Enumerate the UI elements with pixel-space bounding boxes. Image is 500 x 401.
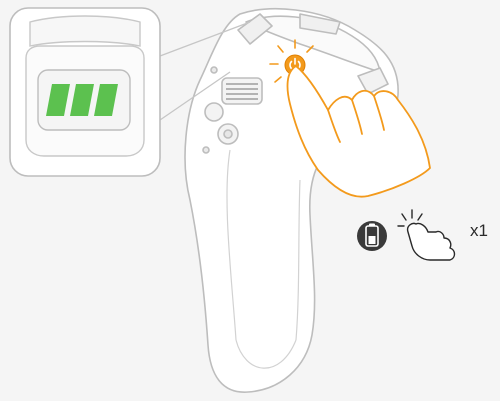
battery-zoom-callout — [10, 8, 160, 176]
front-button-upper — [205, 103, 223, 121]
press-hand-icon — [398, 210, 455, 260]
battery-level-indicator — [46, 84, 118, 116]
control-dial — [222, 78, 262, 104]
battery-status-icon — [357, 221, 387, 251]
press-count-label: x1 — [470, 222, 488, 239]
